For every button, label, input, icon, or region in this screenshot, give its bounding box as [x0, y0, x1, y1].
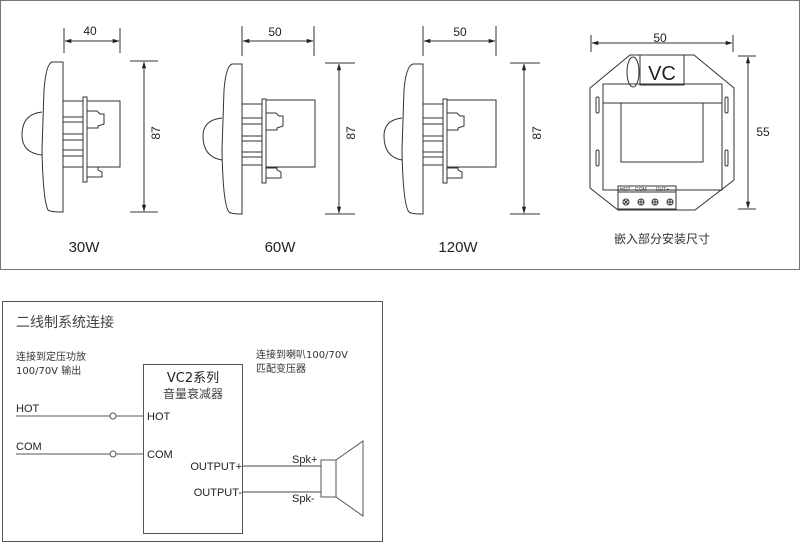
output-minus-pin-label: OUTPUT-: [194, 487, 243, 499]
width-dimension-front: [590, 35, 734, 52]
output-plus-pin-label: OUTPUT+: [190, 461, 242, 473]
mounting-plate-outline: [589, 54, 735, 211]
height-label-60w: 87: [344, 126, 358, 140]
depth-dimension-120w: [422, 26, 497, 56]
output-wires: [243, 465, 321, 493]
module-body: [602, 83, 723, 191]
device-title-line2: 音量衰减器: [163, 386, 223, 401]
depth-dimension-60w: [241, 26, 315, 56]
hot-pin-label: HOT: [147, 411, 171, 423]
model-label-60w: 60W: [265, 239, 297, 256]
vc-label: VC: [648, 63, 676, 85]
left-note-line1: 连接到定压功放: [16, 350, 86, 363]
body-30w: [62, 96, 121, 183]
spk-plus-label: Spk+: [292, 454, 317, 466]
depth-dimension-30w: [63, 28, 121, 53]
height-label-30w: 87: [149, 126, 163, 140]
terminal-com-label: COM: [635, 187, 647, 193]
left-note-line2: 100/70V 输出: [16, 364, 81, 377]
front-view-caption: 嵌入部分安装尺寸: [614, 231, 710, 246]
side-view-120w: [383, 26, 540, 215]
mount-slot: [595, 96, 600, 114]
attenuator-device-box: [143, 364, 243, 534]
com-pin-label: COM: [147, 449, 173, 461]
module-window: [620, 102, 704, 163]
width-label-front: 50: [653, 31, 667, 45]
vc-label-box: [639, 54, 685, 86]
faceplate-120w: [383, 63, 424, 215]
wiring-panel-frame: [2, 301, 383, 542]
right-note-line1: 连接到喇叭100/70V: [256, 348, 348, 361]
mount-slot: [595, 149, 600, 167]
wiring-title: 二线制系统连接: [16, 314, 114, 331]
faceplate-30w: [21, 61, 64, 213]
faceplate-60w: [202, 63, 243, 215]
depth-label-120w: 50: [453, 25, 467, 39]
model-label-30w: 30W: [69, 239, 101, 256]
body-60w: [241, 98, 316, 184]
hot-terminal: [109, 412, 117, 420]
speaker-icon: [320, 440, 364, 517]
height-dimension-60w: [325, 62, 355, 215]
depth-label-60w: 50: [268, 25, 282, 39]
height-dimension-30w: [130, 60, 158, 213]
right-note-line2: 匹配变压器: [256, 362, 306, 375]
height-label-120w: 87: [530, 126, 544, 140]
front-view: [589, 35, 756, 211]
device-title-line1: VC2系列: [167, 371, 219, 386]
spk-minus-label: Spk-: [292, 493, 315, 505]
com-terminal: [109, 450, 117, 458]
model-label-120w: 120W: [438, 239, 478, 256]
body-120w: [422, 98, 497, 184]
com-wire-label: COM: [16, 441, 42, 453]
terminal-out-label: -OUT+: [654, 187, 669, 193]
terminal-block: [617, 185, 677, 210]
hot-wire-label: HOT: [16, 403, 40, 415]
side-view-30w: [21, 28, 158, 213]
height-dimension-front: [738, 55, 756, 210]
knob-shaft: [626, 56, 640, 88]
side-view-60w: [202, 26, 355, 215]
height-dimension-120w: [510, 62, 540, 215]
height-label-front: 55: [756, 125, 770, 139]
input-wires: [16, 412, 143, 458]
mount-slot: [724, 96, 729, 114]
depth-label-30w: 40: [83, 24, 97, 38]
mount-slot: [724, 149, 729, 167]
terminal-hot-label: HOT: [620, 187, 631, 193]
